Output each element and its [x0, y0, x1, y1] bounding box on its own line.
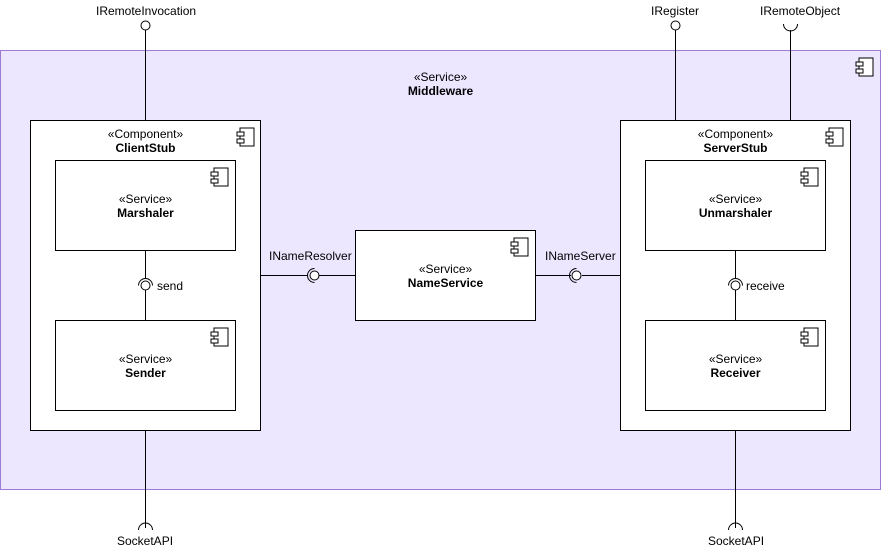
receive-lollipop — [730, 280, 741, 291]
middleware-component-icon — [855, 57, 874, 77]
sender-component-icon — [210, 327, 229, 347]
unmarshaler-component-icon — [800, 167, 819, 187]
remote-object-label: IRemoteObject — [760, 4, 841, 18]
unmarshaler-stereotype: «Service» — [708, 192, 763, 206]
middleware-name: Middleware — [407, 84, 474, 98]
remote-invocation-label: IRemoteInvocation — [96, 4, 197, 18]
receiver-service: «Service» Receiver — [645, 320, 826, 411]
register-lollipop — [670, 20, 681, 31]
remote-object-socket — [783, 23, 798, 32]
name-service-name: NameService — [407, 276, 484, 290]
receiver-component-icon — [800, 327, 819, 347]
unmarshaler-service: «Service» Unmarshaler — [645, 160, 826, 251]
socket-api-left-label: SocketAPI — [117, 534, 174, 548]
receiver-name: Receiver — [710, 366, 761, 380]
socket-api-right-socket — [728, 522, 743, 531]
remote-invocation-lollipop — [140, 20, 151, 31]
server-stub-component-icon — [825, 127, 844, 147]
client-stub-stereotype: «Component» — [107, 127, 184, 141]
name-service: «Service» NameService — [355, 230, 536, 321]
receiver-stereotype: «Service» — [708, 352, 763, 366]
client-stub-component-icon — [236, 127, 255, 147]
send-lollipop — [140, 280, 151, 291]
client-stub-name: ClientStub — [115, 141, 176, 155]
name-server-label: INameServer — [545, 249, 616, 263]
middleware-stereotype: «Service» — [413, 70, 468, 84]
send-socket — [138, 278, 153, 286]
marshaler-stereotype: «Service» — [118, 192, 173, 206]
send-label: send — [157, 279, 184, 293]
marshaler-component-icon — [210, 167, 229, 187]
sender-name: Sender — [125, 366, 166, 380]
socket-api-left-socket — [138, 522, 153, 531]
unmarshaler-name: Unmarshaler — [698, 206, 773, 220]
name-service-stereotype: «Service» — [418, 262, 473, 276]
receive-socket — [728, 278, 743, 286]
name-resolver-lollipop — [309, 270, 320, 281]
marshaler-name: Marshaler — [117, 206, 174, 220]
server-stub-name: ServerStub — [703, 141, 768, 155]
name-server-lollipop — [571, 270, 582, 281]
name-server-socket — [569, 268, 577, 283]
register-label: IRegister — [651, 4, 700, 18]
receive-label: receive — [746, 279, 785, 293]
name-resolver-socket — [307, 268, 315, 283]
sender-service: «Service» Sender — [55, 320, 236, 411]
server-stub-stereotype: «Component» — [697, 127, 774, 141]
name-resolver-label: INameResolver — [269, 249, 352, 263]
name-service-component-icon — [510, 237, 529, 257]
sender-stereotype: «Service» — [118, 352, 173, 366]
socket-api-right-label: SocketAPI — [708, 534, 765, 548]
marshaler-service: «Service» Marshaler — [55, 160, 236, 251]
